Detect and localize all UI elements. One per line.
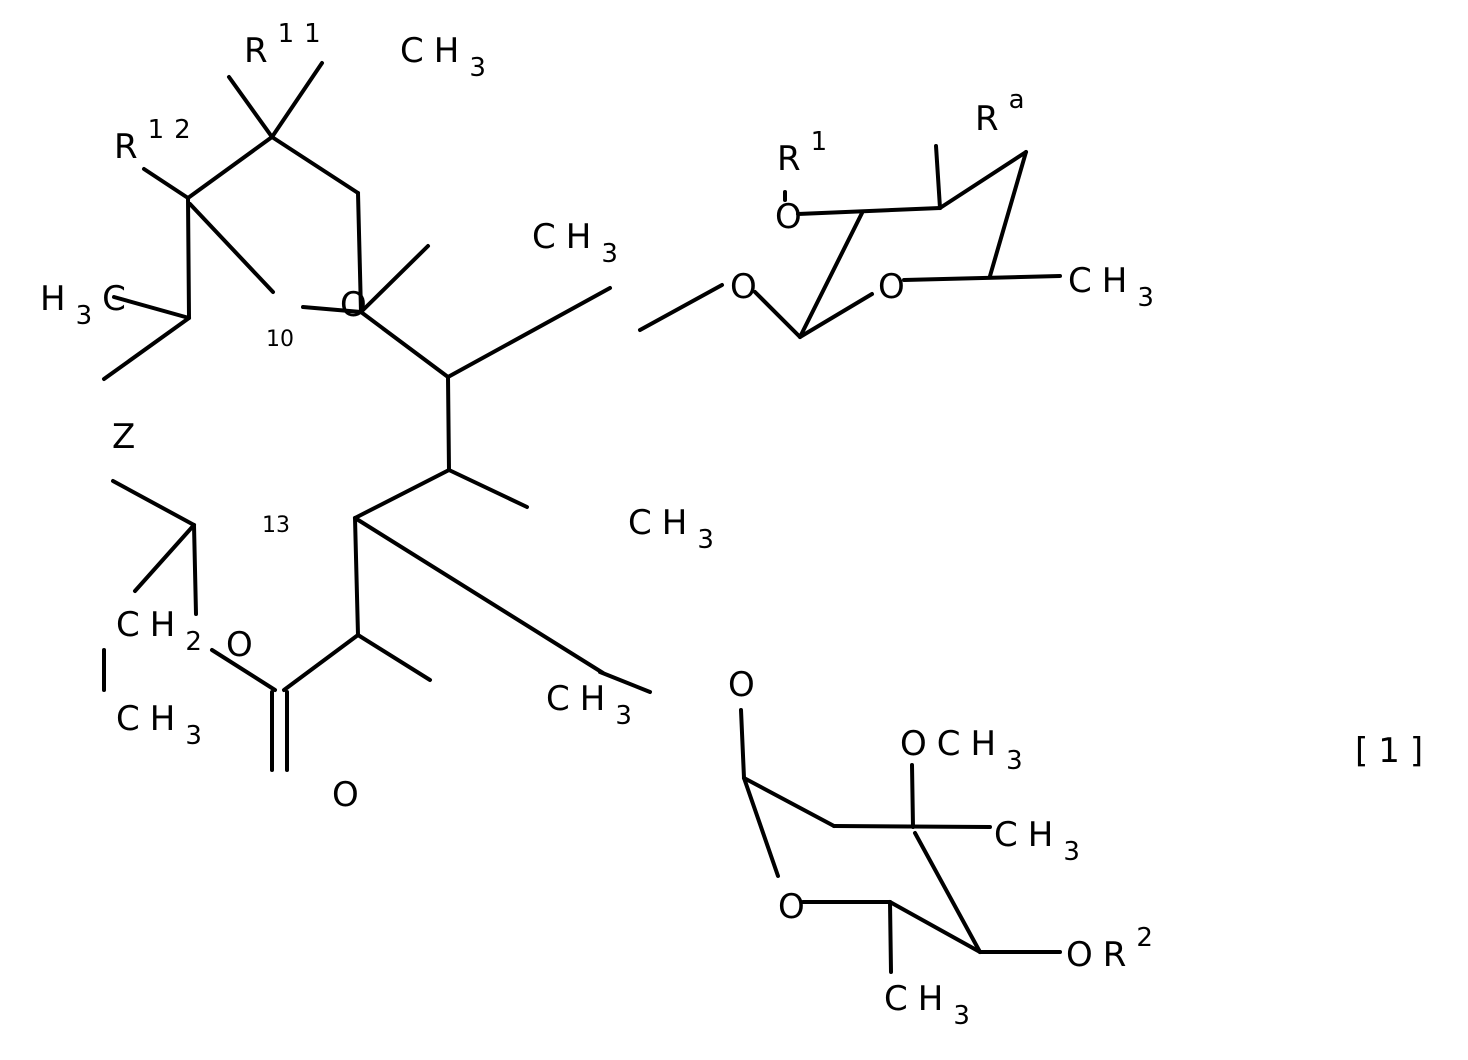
- label-ch3-lower-sugar-c5: CH3: [884, 979, 980, 1031]
- lower-sugar-bonds: [598, 670, 1062, 974]
- label-ch2: CH2: [116, 605, 212, 657]
- label-ch3-c6: CH3: [532, 217, 628, 269]
- label-o-lactone: O: [226, 625, 263, 665]
- label-ch3-lower-sugar-c3: CH3: [994, 815, 1090, 867]
- label-o-upper-ring: O: [878, 267, 915, 307]
- label-ch3-c2: CH3: [546, 679, 642, 731]
- label-ch3-top: CH3: [400, 31, 496, 83]
- label-o-glyco-top: O: [730, 267, 767, 307]
- label-och3: OCH3: [900, 724, 1033, 776]
- label-o-ring: O: [340, 285, 377, 325]
- label-ra: Ra: [975, 85, 1035, 139]
- label-position-13: 13: [262, 513, 290, 538]
- label-ch3-ethyl: CH3: [116, 699, 212, 751]
- label-z: Z: [112, 417, 145, 457]
- label-o-glyco-bottom: O: [728, 665, 765, 705]
- label-o-carbonyl: O: [332, 775, 369, 815]
- label-o-r1: O: [775, 197, 812, 237]
- formula-number: [1]: [1355, 731, 1433, 771]
- label-ch3-c4: CH3: [628, 503, 724, 555]
- label-position-10: 10: [266, 327, 294, 352]
- label-r12: R12: [114, 115, 201, 167]
- label-h3c: H3C: [40, 279, 136, 331]
- label-o-lower-ring: O: [778, 887, 815, 927]
- bonds: [102, 61, 612, 772]
- upper-sugar-bonds: [638, 144, 1062, 339]
- label-or2: OR2: [1066, 923, 1163, 975]
- label-r1: R1: [777, 127, 837, 179]
- label-ch3-upper-sugar: CH3: [1068, 261, 1164, 313]
- label-r11: R11: [244, 19, 331, 71]
